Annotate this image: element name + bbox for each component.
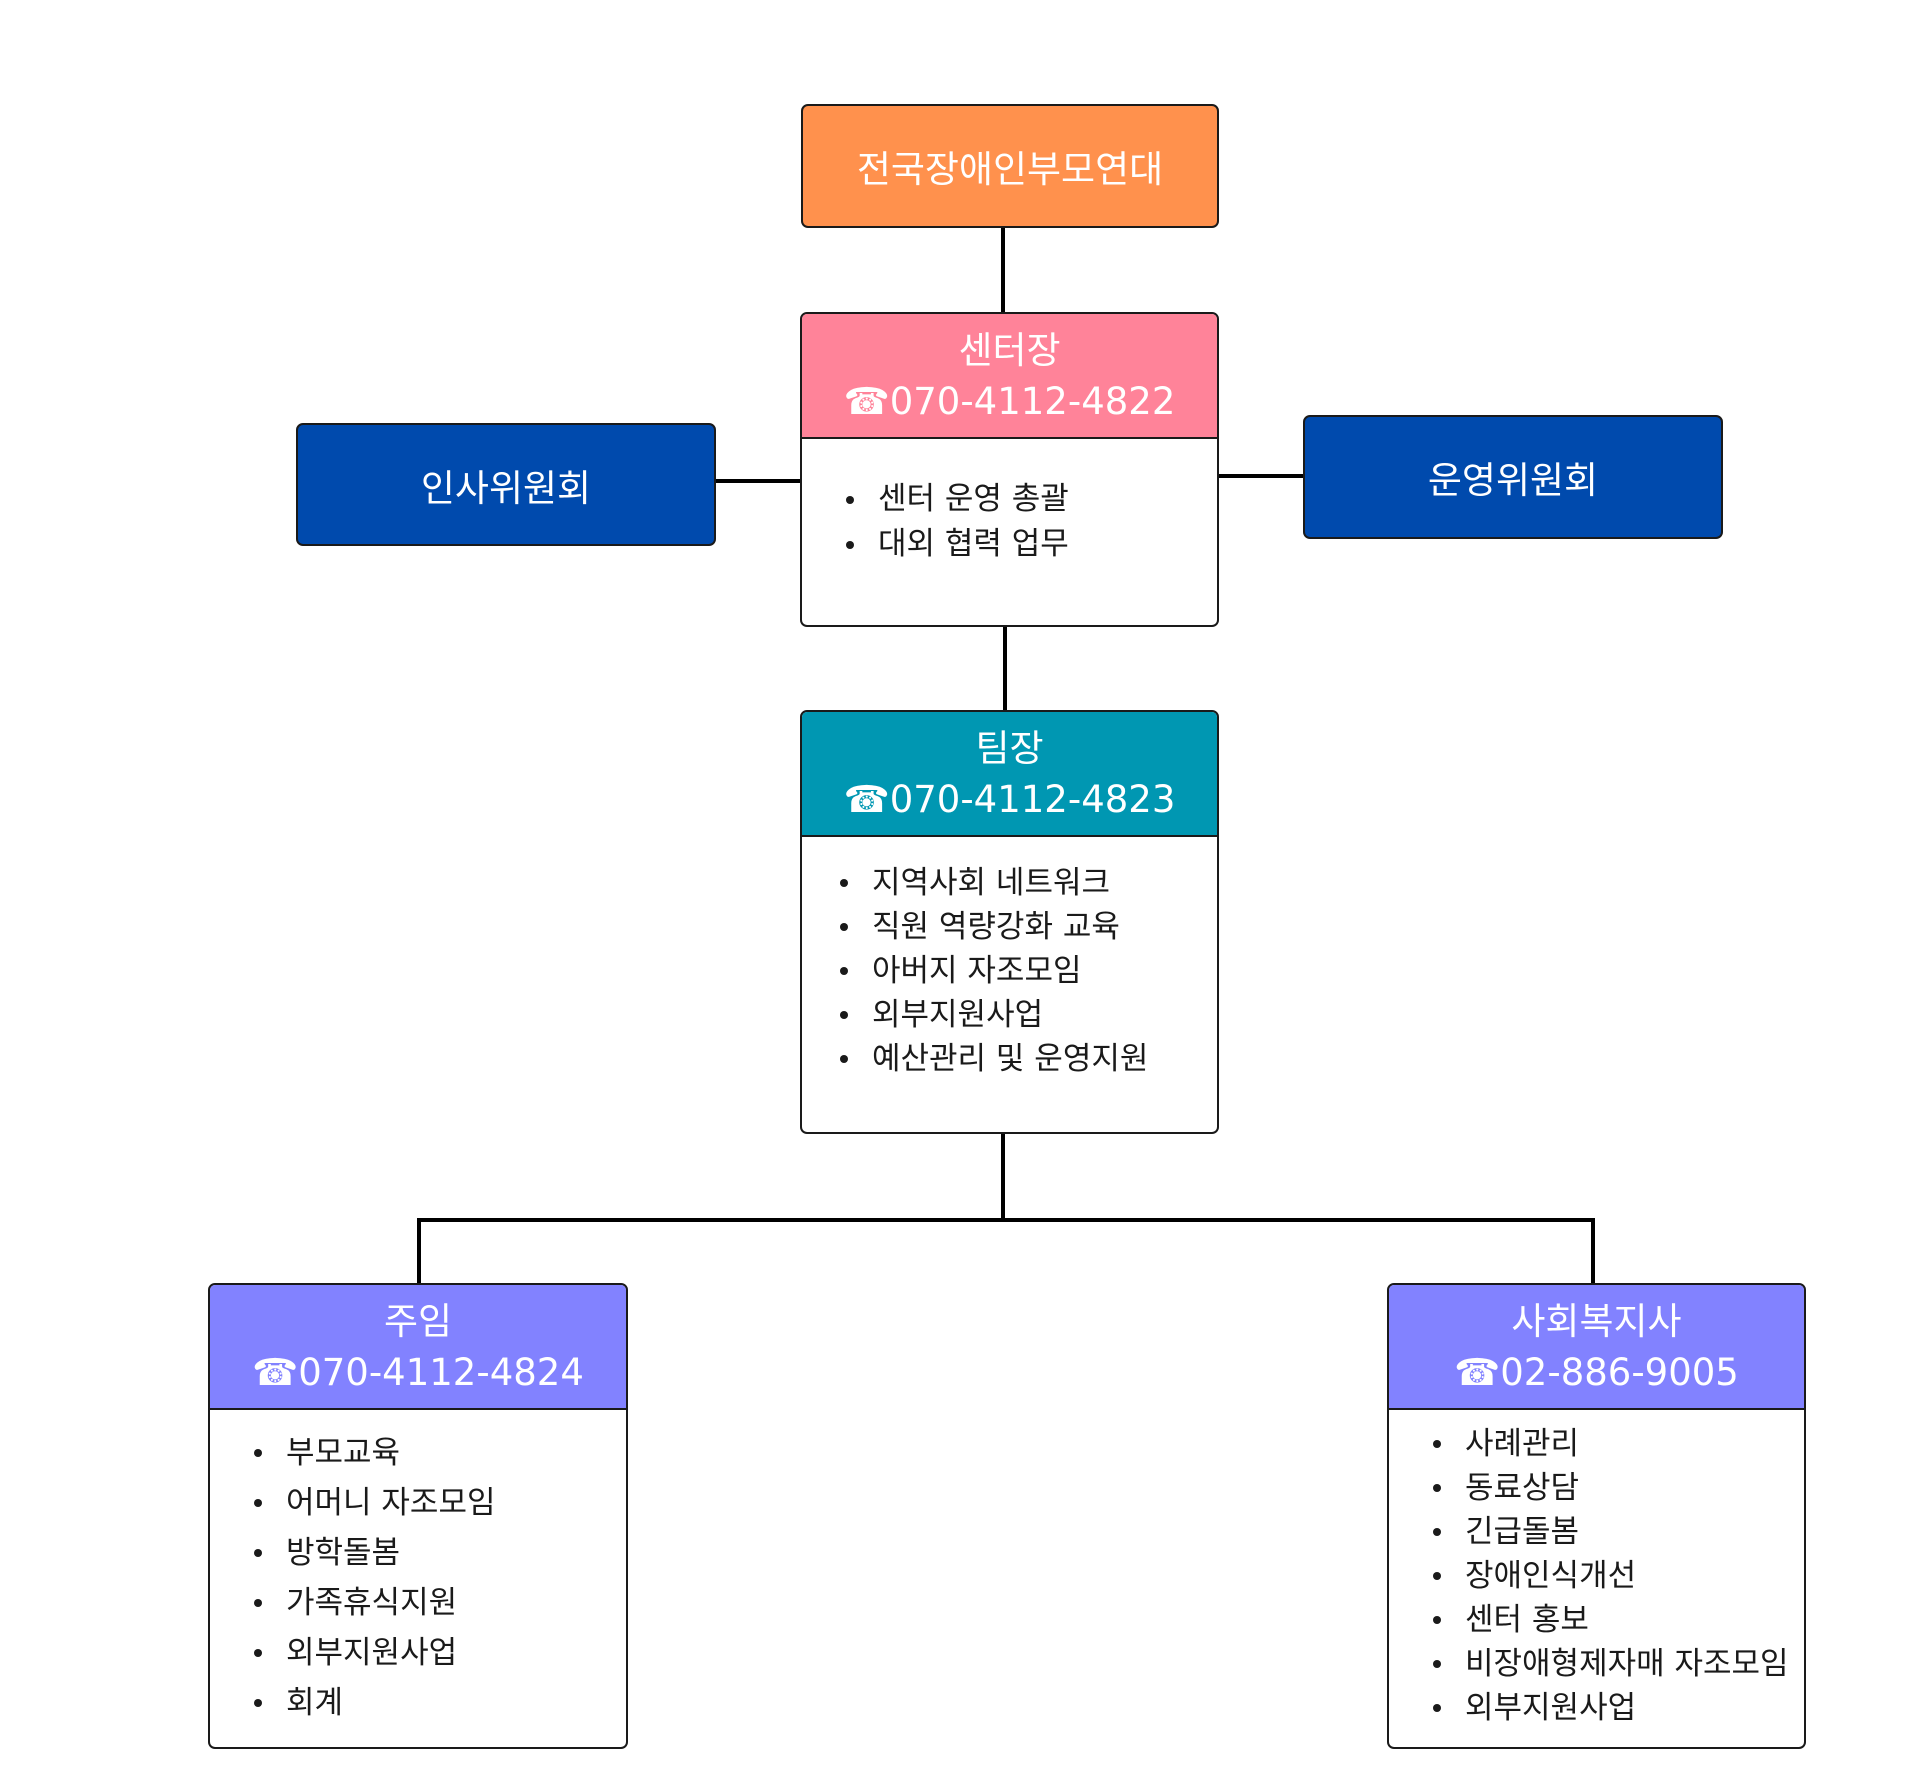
federation-box: 전국장애인부모연대 (801, 104, 1219, 228)
chief-duty-item: 외부지원사업 (248, 1628, 626, 1678)
director-phone: ☎070-4112-4822 (843, 379, 1176, 423)
chief-header: 주임 ☎070-4112-4824 (210, 1285, 626, 1410)
director-duties: 센터 운영 총괄 대외 협력 업무 (802, 439, 1217, 567)
operations-committee-box: 운영위원회 (1303, 415, 1723, 539)
chief-duties: 부모교육 어머니 자조모임 방학돌봄 가족휴식지원 외부지원사업 회계 (210, 1410, 626, 1728)
hr-committee-name: 인사위원회 (420, 466, 592, 510)
chief-duty-item: 부모교육 (248, 1428, 626, 1478)
chief-box: 주임 ☎070-4112-4824 부모교육 어머니 자조모임 방학돌봄 가족휴… (208, 1283, 628, 1749)
director-duty-item: 센터 운영 총괄 (840, 477, 1217, 522)
social-worker-duty-item: 동료상담 (1427, 1466, 1804, 1510)
social-worker-box: 사회복지사 ☎02-886-9005 사례관리 동료상담 긴급돌봄 장애인식개선… (1387, 1283, 1806, 1749)
social-worker-duty-item: 사례관리 (1427, 1422, 1804, 1466)
operations-committee-name: 운영위원회 (1427, 459, 1599, 502)
social-worker-duty-item: 외부지원사업 (1427, 1686, 1804, 1730)
team-leader-phone: ☎070-4112-4823 (843, 777, 1176, 821)
director-duty-item: 대외 협력 업무 (840, 522, 1217, 567)
federation-name: 전국장애인부모연대 (856, 148, 1164, 191)
director-header: 센터장 ☎070-4112-4822 (802, 314, 1217, 439)
social-worker-duty-item: 비장애형제자매 자조모임 (1427, 1642, 1804, 1686)
team-leader-duty-item: 예산관리 및 운영지원 (834, 1037, 1217, 1081)
hr-committee-box: 인사위원회 (296, 423, 716, 546)
chief-duty-item: 방학돌봄 (248, 1528, 626, 1578)
team-leader-header: 팀장 ☎070-4112-4823 (802, 712, 1217, 837)
chief-duty-item: 회계 (248, 1678, 626, 1728)
chief-phone: ☎070-4112-4824 (252, 1350, 584, 1394)
director-title: 센터장 (958, 328, 1061, 372)
chief-duty-item: 가족휴식지원 (248, 1578, 626, 1628)
social-worker-duty-item: 긴급돌봄 (1427, 1510, 1804, 1554)
team-leader-duties: 지역사회 네트워크 직원 역량강화 교육 아버지 자조모임 외부지원사업 예산관… (802, 837, 1217, 1081)
director-box: 센터장 ☎070-4112-4822 센터 운영 총괄 대외 협력 업무 (800, 312, 1219, 627)
chief-title: 주임 (383, 1299, 453, 1343)
connector-team-leader-branches (417, 1218, 1595, 1284)
team-leader-box: 팀장 ☎070-4112-4823 지역사회 네트워크 직원 역량강화 교육 아… (800, 710, 1219, 1134)
social-worker-phone: ☎02-886-9005 (1454, 1350, 1739, 1394)
team-leader-duty-item: 외부지원사업 (834, 993, 1217, 1037)
social-worker-duty-item: 센터 홍보 (1427, 1598, 1804, 1642)
social-worker-title: 사회복지사 (1511, 1299, 1682, 1343)
social-worker-duty-item: 장애인식개선 (1427, 1554, 1804, 1598)
team-leader-title: 팀장 (975, 726, 1044, 770)
social-worker-header: 사회복지사 ☎02-886-9005 (1389, 1285, 1804, 1410)
team-leader-duty-item: 아버지 자조모임 (834, 949, 1217, 993)
team-leader-duty-item: 지역사회 네트워크 (834, 861, 1217, 905)
chief-duty-item: 어머니 자조모임 (248, 1478, 626, 1528)
team-leader-duty-item: 직원 역량강화 교육 (834, 905, 1217, 949)
social-worker-duties: 사례관리 동료상담 긴급돌봄 장애인식개선 센터 홍보 비장애형제자매 자조모임… (1389, 1410, 1804, 1730)
